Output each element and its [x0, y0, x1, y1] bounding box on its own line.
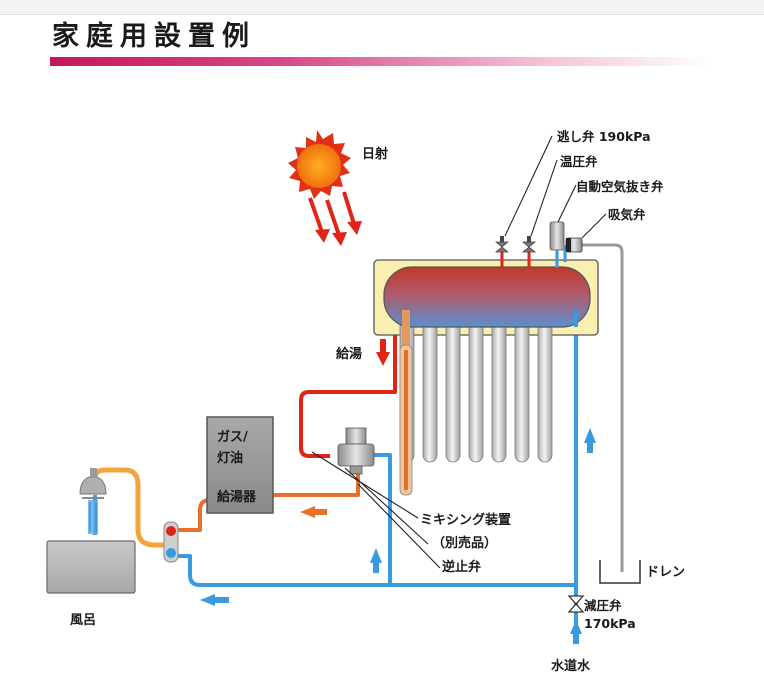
hot-water-tank: [383, 266, 591, 328]
heater-label-line2: 灯油: [217, 450, 243, 466]
vacuum-breaker-valve-icon: [563, 237, 583, 262]
bathtub: [46, 540, 136, 594]
reducing-valve-pressure: 170kPa: [584, 616, 636, 631]
drain-label: ドレン: [646, 565, 685, 580]
pressure-reducing-valve-icon: [567, 595, 585, 613]
air-vent-valve-icon: [549, 221, 565, 268]
cold-flow-arrows: [200, 428, 596, 644]
shower-head-icon: [79, 468, 107, 499]
leader-lines: [311, 135, 607, 569]
mixing-device-icon: [337, 427, 375, 475]
check-valve-label: 逆止弁: [442, 559, 481, 575]
vacuum-breaker-label: 吸気弁: [608, 207, 646, 222]
vacuum-tubes: [399, 311, 553, 463]
hot-flow-arrow: [376, 339, 390, 366]
hot-water-pipe: [299, 278, 397, 458]
air-vent-valve-label: 自動空気抜き弁: [576, 179, 664, 194]
drain-line: [582, 243, 624, 572]
temperature-sensor: [399, 310, 413, 496]
top-strip: [0, 0, 764, 15]
page-title: 家庭用設置例: [52, 21, 256, 52]
mixing-device-note: （別売品）: [432, 535, 497, 551]
sunlight-arrows: [308, 191, 362, 246]
relief-valve-label: 逃し弁 190kPa: [557, 129, 651, 144]
city-water-label: 水道水: [551, 658, 591, 674]
heater-label-line1: ガス/: [217, 430, 248, 445]
water-heater: [206, 416, 274, 514]
mixing-device-label: ミキシング装置: [420, 512, 511, 528]
shower-water: [88, 500, 98, 534]
sun-icon: [288, 130, 351, 199]
temperature-pressure-valve-label: 温圧弁: [560, 154, 598, 169]
bath-label: 風呂: [70, 613, 96, 628]
relief-valve-icon: [494, 236, 510, 268]
reducing-valve-label: 減圧弁: [584, 598, 622, 613]
mixed-flow-arrow: [300, 506, 327, 518]
hot-supply-label: 給湯: [336, 346, 362, 362]
drain-cup: [599, 560, 641, 584]
sun-label: 日射: [362, 146, 388, 162]
mixing-faucet-icon: [163, 521, 179, 563]
shower-hose: [92, 467, 175, 548]
temperature-pressure-valve-icon: [521, 236, 537, 268]
heater-label-line3: 給湯器: [217, 489, 257, 505]
title-underline: [50, 57, 710, 66]
